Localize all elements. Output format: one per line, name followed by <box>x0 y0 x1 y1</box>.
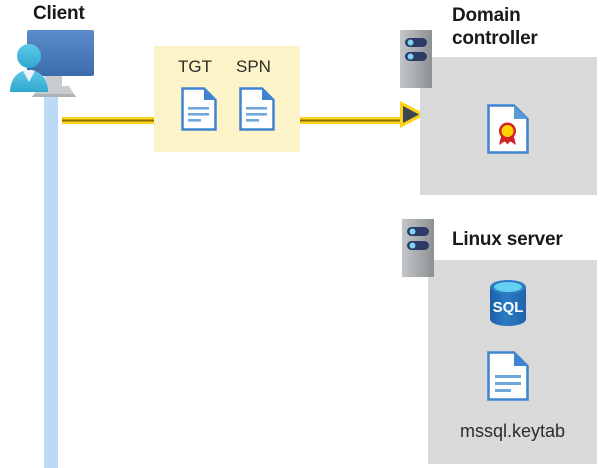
document-icon <box>239 87 275 131</box>
document-icon <box>181 87 217 131</box>
domain-controller-title: Domain controller <box>452 4 592 50</box>
domain-controller-title-line1: Domain <box>452 5 521 26</box>
spn-label: SPN <box>236 57 271 76</box>
linux-server-title: Linux server <box>452 229 563 250</box>
client-title: Client <box>33 3 85 24</box>
server-rack-icon <box>400 30 432 88</box>
server-rack-icon <box>402 219 434 277</box>
svg-text:SQL: SQL <box>493 299 524 316</box>
document-icon <box>487 351 529 401</box>
tgt-label: TGT <box>178 57 212 76</box>
message-arrow-head <box>400 101 426 128</box>
keytab-file-label: mssql.keytab <box>459 421 566 441</box>
certificate-document-icon <box>487 104 529 154</box>
user-monitor-icon <box>4 26 100 100</box>
domain-controller-title-line2: controller <box>452 28 538 49</box>
client-lifeline <box>44 70 58 468</box>
sql-database-icon: SQL <box>486 278 530 328</box>
message-payload-box <box>154 46 300 152</box>
